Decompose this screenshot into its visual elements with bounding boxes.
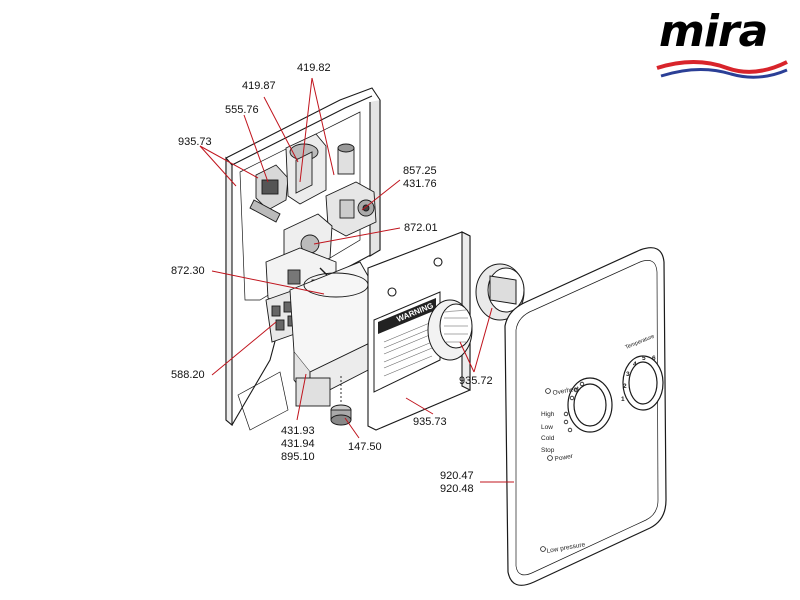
dial-number-6: 6 xyxy=(652,355,656,362)
part-label-588-20: 588.20 xyxy=(171,369,205,381)
front-cover xyxy=(504,247,667,586)
dial-number-5: 5 xyxy=(642,355,646,362)
internal-components xyxy=(249,133,377,426)
part-label-857-25-group: 857.25 431.76 xyxy=(403,165,437,191)
indicator-power: Power xyxy=(554,453,574,463)
dial-markers xyxy=(540,381,585,552)
indicator-cold: Cold xyxy=(541,435,555,442)
part-label-431-93: 431.93 xyxy=(281,425,315,437)
brand-swoosh xyxy=(656,60,788,79)
part-label-895-10: 895.10 xyxy=(281,451,315,463)
part-label-935-73-bottom: 935.73 xyxy=(413,416,447,428)
part-label-920-48: 920.48 xyxy=(440,483,474,495)
part-label-147-50: 147.50 xyxy=(348,441,382,453)
warning-label: WARNING xyxy=(373,291,441,393)
part-label-935-73-top: 935.73 xyxy=(178,136,212,148)
part-label-555-76: 555.76 xyxy=(225,104,259,116)
dial-number-4: 4 xyxy=(633,361,637,368)
outlet-fitting xyxy=(330,376,352,426)
solenoid-valve xyxy=(249,164,289,223)
dial-number-2: 2 xyxy=(623,383,627,390)
leader-lines xyxy=(199,77,514,483)
heater-can xyxy=(289,261,377,407)
part-label-431-93-group: 431.93 431.94 895.10 xyxy=(281,425,315,464)
flow-valve xyxy=(285,133,355,205)
part-label-872-01: 872.01 xyxy=(404,222,438,234)
indicator-overheat: Overheat xyxy=(552,385,580,397)
part-label-920-47: 920.47 xyxy=(440,470,474,482)
control-knob-outer xyxy=(475,263,525,321)
indicator-high: High xyxy=(541,411,555,418)
dial-number-1: 1 xyxy=(621,396,625,403)
part-label-431-94: 431.94 xyxy=(281,438,315,450)
mira-logo: mira xyxy=(655,6,790,80)
dial-number-3: 3 xyxy=(626,371,630,378)
part-label-872-30: 872.30 xyxy=(171,265,205,277)
part-label-857-25: 857.25 xyxy=(403,165,437,177)
part-label-419-87: 419.87 xyxy=(242,80,276,92)
control-knob-inner xyxy=(427,299,473,361)
part-label-419-82: 419.82 xyxy=(297,62,331,74)
pressure-relief-valve xyxy=(325,181,377,237)
part-label-935-72: 935.72 xyxy=(459,375,493,387)
indicator-stop: Stop xyxy=(541,447,555,454)
part-label-920-47-group: 920.47 920.48 xyxy=(440,470,474,496)
indicator-low: Low xyxy=(541,424,553,431)
part-label-431-76: 431.76 xyxy=(403,178,437,190)
brand-name: mira xyxy=(659,6,768,57)
